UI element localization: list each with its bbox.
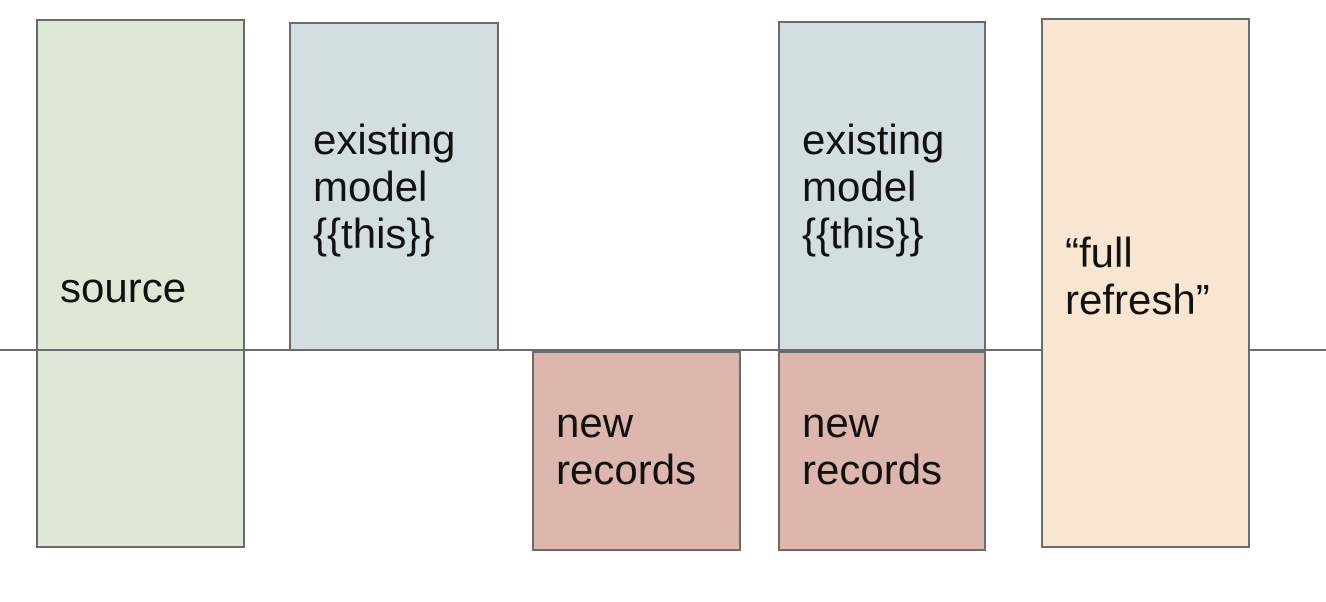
existing-model-box-1-label: existing model {{this}} [313,116,456,257]
existing-model-box-1: existing model {{this}} [289,22,499,351]
new-records-box-2-label: new records [802,399,943,493]
source-box-label: source [60,264,187,311]
new-records-box-1-label: new records [556,399,697,493]
new-records-box-1: new records [532,351,741,551]
existing-model-box-2-label: existing model {{this}} [802,116,945,257]
source-box: source [36,19,245,548]
existing-model-box-2: existing model {{this}} [778,21,986,351]
full-refresh-box: “full refresh” [1041,18,1250,548]
full-refresh-box-label: “full refresh” [1065,229,1210,323]
horizontal-divider-line [0,349,1326,351]
new-records-box-2: new records [778,351,986,551]
